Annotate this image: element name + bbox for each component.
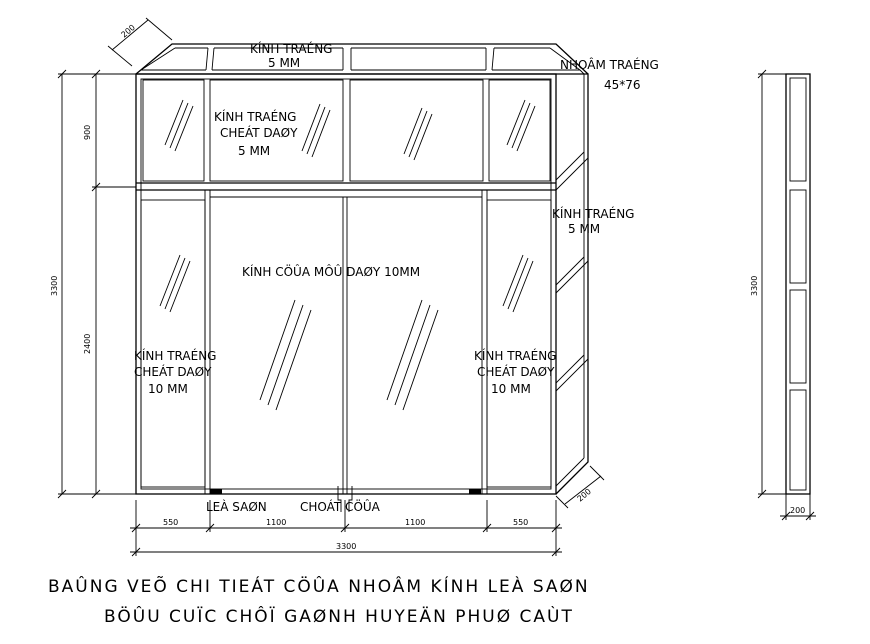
top-glass-label-line1: KÍNH TRAÉNG	[250, 41, 332, 56]
floor-hinge-label: LEÀ SAØN	[206, 499, 267, 514]
door-lock-label: CHOÁT CÖÛA	[300, 498, 381, 514]
dim-width-total: 3300	[336, 542, 356, 551]
dim-depth-bottom: 200	[576, 487, 593, 504]
glass-hatch-marks	[159, 99, 536, 411]
dim-width-right: 550	[513, 518, 528, 527]
dim-height-top: 900	[83, 125, 92, 140]
dim-side-height: 3300	[750, 276, 759, 296]
left-panel-label-line1: KÍNH TRAÉNG	[134, 348, 216, 363]
dim-side-depth: 200	[790, 506, 805, 515]
transom-label-line1: KÍNH TRAÉNG	[214, 109, 296, 124]
left-dimensions	[57, 69, 136, 499]
right-panel-label-line3: 10 MM	[491, 382, 531, 396]
side-section	[757, 69, 816, 521]
frame-label-line1: NHOÂM TRAÉNG	[560, 57, 659, 72]
right-panel-label-line2: CHEÁT DAØY	[477, 364, 555, 379]
left-panel-label-line3: 10 MM	[148, 382, 188, 396]
left-panel-label-line2: CHEÁT DAØY	[134, 364, 212, 379]
dim-width-door-left: 1100	[266, 518, 286, 527]
side-glass-label-line1: KÍNH TRAÉNG	[552, 206, 634, 221]
dim-height-bottom: 2400	[83, 334, 92, 354]
door-glass-label: KÍNH CÖÛA MÔÛ DAØY 10MM	[242, 263, 420, 279]
right-panel-label-line1: KÍNH TRAÉNG	[474, 348, 556, 363]
top-depth-strip	[135, 43, 589, 75]
right-side-depth	[555, 69, 589, 495]
drawing-title-line1: BAÛNG VEÕ CHI TIEÁT CÖÛA NHOÂM KÍNH LEÀ …	[48, 575, 590, 597]
bottom-panes	[140, 190, 552, 494]
transom-label-line2: CHEÁT DAØY	[220, 125, 298, 140]
frame-label-line2: 45*76	[604, 78, 641, 92]
transom-panes	[142, 79, 551, 182]
door-lock-symbol	[337, 486, 353, 512]
transom-label-line3: 5 MM	[238, 144, 270, 158]
main-frame	[135, 73, 557, 495]
side-glass-label-line2: 5 MM	[568, 222, 600, 236]
drawing-title-line2: BÖÛU CUÏC CHÔÏ GAØNH HUYEÄN PHUØ CAÙT	[104, 605, 574, 627]
dim-height-total: 3300	[50, 276, 59, 296]
dim-depth-top: 200	[120, 23, 137, 40]
floor-hinge-marks	[210, 489, 481, 494]
dim-width-left: 550	[163, 518, 178, 527]
top-glass-label-line2: 5 MM	[268, 56, 300, 70]
dim-width-door-right: 1100	[405, 518, 425, 527]
depth-dimensions	[107, 17, 605, 509]
bottom-dimensions	[130, 500, 562, 557]
